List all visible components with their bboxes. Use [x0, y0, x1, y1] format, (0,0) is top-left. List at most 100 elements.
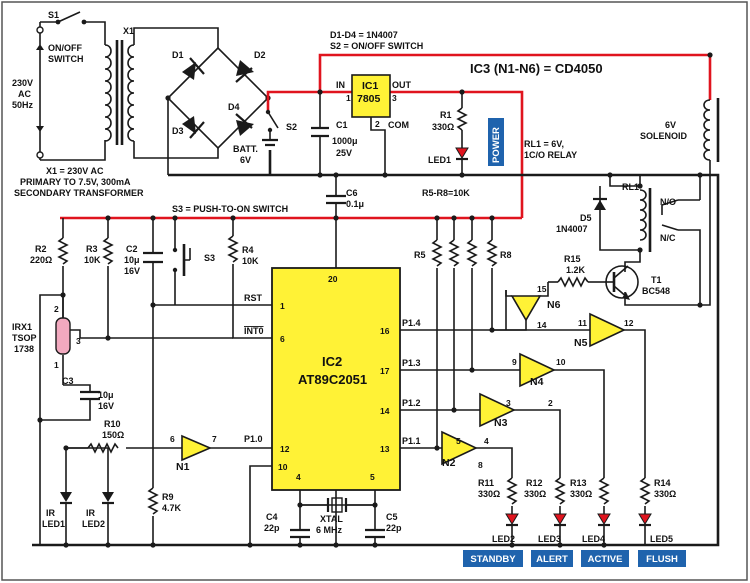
n1-pin-out: 7 [212, 434, 217, 444]
t1-part: BC548 [642, 286, 670, 296]
c1-value: 1000μ [332, 136, 358, 146]
n3-label: N3 [494, 417, 508, 429]
standby-label: STANDBY [470, 554, 516, 565]
r9-value: 4.7K [162, 503, 182, 513]
microcontroller-ic2 [249, 218, 401, 545]
buffer-n2 [441, 430, 513, 478]
mains-section [36, 11, 219, 161]
n3-pin-out: 2 [548, 398, 553, 408]
ir-receiver-irx1 [39, 294, 108, 545]
ic2-pin4: 4 [296, 472, 301, 482]
ac-frequency: 50Hz [12, 100, 34, 110]
t1-label: T1 [651, 275, 662, 285]
ic3-note: IC3 (N1-N6) = CD4050 [470, 61, 603, 76]
p13-label: P1.3 [402, 358, 421, 368]
ic1-in: IN [336, 80, 345, 90]
r3-value: 10K [84, 255, 101, 265]
buffer-n3 [479, 392, 561, 478]
xtal-value: 6 MHz [316, 525, 343, 535]
d1-label: D1 [172, 50, 184, 60]
c3-voltage: 16V [98, 401, 114, 411]
r15-label: R15 [564, 254, 581, 264]
n2-pin-in: 5 [456, 436, 461, 446]
p14-label: P1.4 [402, 318, 421, 328]
ic2-part: AT89C2051 [298, 372, 367, 387]
d3-label: D3 [172, 126, 184, 136]
xtal-label: XTAL [320, 514, 343, 524]
r1-value: 330Ω [432, 122, 454, 132]
r13-value: 330Ω [570, 489, 592, 499]
c5-label: C5 [386, 512, 398, 522]
r14-label: R14 [654, 478, 671, 488]
c6-label: C6 [346, 188, 358, 198]
solenoid-label: SOLENOID [640, 131, 688, 141]
ic1-part: 7805 [357, 93, 381, 105]
ac-voltage: 230V [12, 78, 33, 88]
n5-pin-in: 11 [578, 318, 587, 328]
led1-label: LED1 [428, 155, 451, 165]
r8-label: R8 [500, 250, 512, 260]
n1-pin-in: 6 [170, 434, 175, 444]
ic2-label: IC2 [322, 354, 342, 369]
c2-voltage: 16V [124, 266, 140, 276]
led5-label: LED5 [650, 534, 673, 544]
c2-value: 10μ [124, 255, 140, 265]
d5-label: D5 [580, 213, 592, 223]
n6-pin-in: 15 [537, 284, 547, 294]
r14-value: 330Ω [654, 489, 676, 499]
nc-contact: N/C [660, 233, 676, 243]
irx1-pin2: 2 [54, 304, 59, 314]
r12-value: 330Ω [524, 489, 546, 499]
positive-rail [60, 53, 712, 220]
r10-value: 150Ω [102, 430, 124, 440]
p12-label: P1.2 [402, 398, 421, 408]
c4-label: C4 [266, 512, 278, 522]
d4-label: D4 [228, 102, 240, 112]
int0-label: INT0 [244, 326, 264, 336]
relay-section [538, 98, 720, 306]
power-tag [488, 118, 504, 166]
c4-value: 22p [264, 523, 280, 533]
pullup-resistors [431, 218, 498, 448]
batt-label: BATT. [233, 144, 258, 154]
ac-label: AC [18, 89, 31, 99]
ic2-pin13: 13 [380, 444, 390, 454]
n5-label: N5 [574, 337, 588, 349]
c6-value: 0.1μ [346, 199, 364, 209]
active-tag [581, 550, 629, 567]
irx1-pin1: 1 [54, 360, 59, 370]
tsop-part: 1738 [14, 344, 34, 354]
ic1-out: OUT [392, 80, 412, 90]
n4-pin-in: 9 [512, 357, 517, 367]
ir-led2-num: LED2 [82, 519, 105, 529]
s2-label: S2 [286, 122, 297, 132]
r1-label: R1 [440, 110, 452, 120]
battery-s2 [262, 109, 279, 147]
n6-pin-out: 14 [537, 320, 547, 330]
n5-pin-out: 12 [624, 318, 634, 328]
no-contact: N/O [660, 197, 676, 207]
capacitor-c6 [326, 175, 346, 218]
ic1-label: IC1 [362, 80, 379, 92]
alert-label: ALERT [536, 554, 568, 565]
r15-value: 1.2K [566, 265, 586, 275]
r13-label: R13 [570, 478, 587, 488]
s3-label: S3 [204, 253, 215, 263]
d5-part: 1N4007 [556, 224, 588, 234]
c3-label: C3 [62, 376, 74, 386]
ir-led2-label: IR [86, 508, 96, 518]
r4-value: 10K [242, 256, 259, 266]
n3-pin-in: 3 [506, 398, 511, 408]
led2-label: LED2 [492, 534, 515, 544]
bridge-rectifier [165, 46, 271, 175]
ir-led1-label: IR [46, 508, 56, 518]
ic2-pin6: 6 [280, 334, 285, 344]
s1-label-3: SWITCH [48, 54, 84, 64]
batt-voltage: 6V [240, 155, 251, 165]
buffer-n6 [492, 290, 542, 331]
n6-label: N6 [547, 299, 561, 311]
irx1-label: IRX1 [12, 322, 32, 332]
rl1-note-1: RL1 = 6V, [524, 139, 564, 149]
